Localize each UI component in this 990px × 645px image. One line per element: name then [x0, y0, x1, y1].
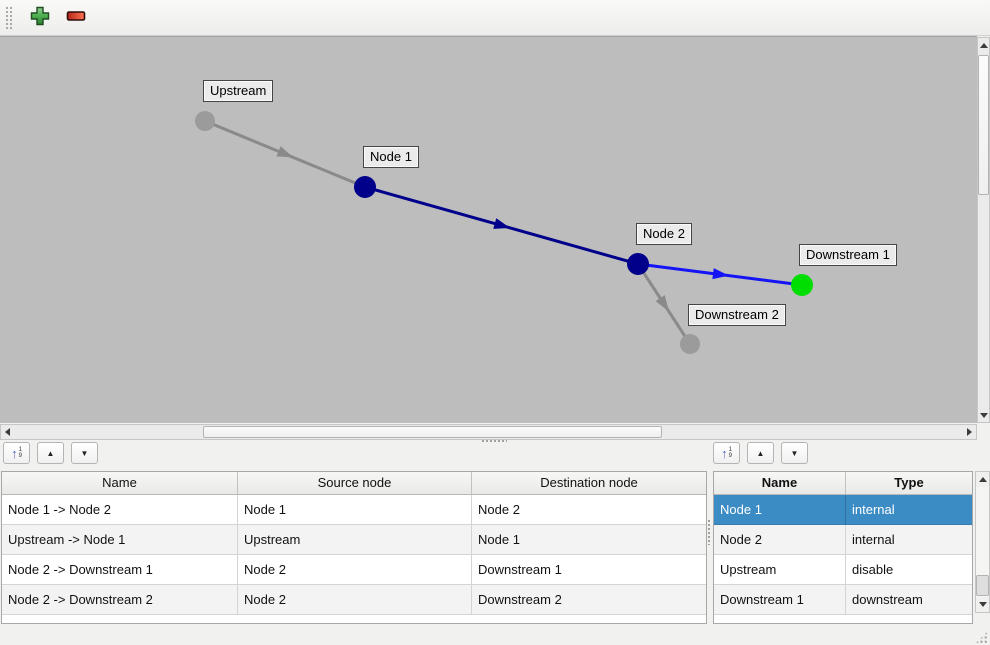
scroll-up-button[interactable] — [976, 472, 989, 487]
minus-icon — [66, 9, 86, 26]
edge-arrow-icon — [493, 218, 511, 229]
down-arrow-icon — [978, 602, 987, 607]
scroll-left-button[interactable] — [1, 425, 14, 439]
resize-grip[interactable] — [975, 631, 988, 644]
table-cell: internal — [846, 495, 972, 525]
column-header[interactable]: Source node — [238, 472, 472, 495]
down-arrow-icon: ▼ — [790, 448, 799, 458]
plus-icon — [30, 6, 50, 29]
move-up-button[interactable]: ▲ — [37, 442, 64, 464]
graph-node[interactable] — [627, 253, 649, 275]
edge-arrow-icon — [276, 146, 294, 158]
left-arrow-icon — [5, 428, 10, 436]
table-cell: Node 2 -> Downstream 2 — [2, 585, 238, 615]
scroll-down-button[interactable] — [976, 597, 989, 612]
main-toolbar — [0, 0, 990, 36]
graph-horizontal-scrollbar[interactable] — [0, 424, 977, 440]
table-cell: Downstream 2 — [472, 585, 706, 615]
column-header[interactable]: Destination node — [472, 472, 706, 495]
table-cell: Node 2 — [238, 585, 472, 615]
graph-node[interactable] — [354, 176, 376, 198]
column-header[interactable]: Name — [714, 472, 846, 495]
table-cell: downstream — [846, 585, 972, 615]
right-arrow-icon — [967, 428, 972, 436]
column-header[interactable]: Name — [2, 472, 238, 495]
toolbar-drag-handle[interactable] — [5, 5, 13, 30]
up-arrow-icon: ▲ — [46, 448, 55, 458]
table-cell: Downstream 1 — [472, 555, 706, 585]
table-cell: Node 2 — [714, 525, 846, 555]
table-cell: Node 2 -> Downstream 1 — [2, 555, 238, 585]
scroll-up-button[interactable] — [978, 38, 989, 52]
graph-node[interactable] — [791, 274, 813, 296]
table-cell: Upstream — [714, 555, 846, 585]
up-arrow-icon: ▲ — [756, 448, 765, 458]
graph-vscroll-thumb[interactable] — [978, 55, 989, 195]
table-cell: Node 2 — [472, 495, 706, 525]
table-cell: Node 1 — [238, 495, 472, 525]
move-up-button[interactable]: ▲ — [747, 442, 774, 464]
column-header[interactable]: Type — [846, 472, 972, 495]
table-cell: Downstream 1 — [714, 585, 846, 615]
move-down-button[interactable]: ▼ — [71, 442, 98, 464]
table-splitter-handle[interactable] — [707, 519, 712, 545]
nodes-table-scrollbar[interactable] — [975, 471, 990, 613]
table-cell: Node 1 — [472, 525, 706, 555]
table-cell: Upstream -> Node 1 — [2, 525, 238, 555]
down-arrow-icon — [979, 412, 988, 418]
node-label[interactable]: Node 2 — [636, 223, 692, 245]
table-cell: disable — [846, 555, 972, 585]
pane-splitter-handle[interactable] — [481, 439, 507, 444]
status-bar — [0, 630, 990, 645]
table-cell: Node 2 — [238, 555, 472, 585]
up-arrow-icon — [978, 477, 987, 482]
table-vscroll-thumb[interactable] — [976, 575, 989, 596]
graph-hscroll-thumb[interactable] — [203, 426, 662, 438]
scroll-down-button[interactable] — [978, 408, 989, 422]
table-cell: Node 1 -> Node 2 — [2, 495, 238, 525]
edge-arrow-icon — [712, 268, 729, 280]
graph-node[interactable] — [680, 334, 700, 354]
table-cell: Node 1 — [714, 495, 846, 525]
up-arrow-icon — [979, 42, 988, 48]
node-label[interactable]: Upstream — [203, 80, 274, 102]
down-arrow-icon: ▼ — [80, 448, 89, 458]
move-down-button[interactable]: ▼ — [781, 442, 808, 464]
scroll-right-button[interactable] — [963, 425, 976, 439]
node-label[interactable]: Downstream 1 — [799, 244, 897, 266]
table-cell: Upstream — [238, 525, 472, 555]
graph-node[interactable] — [195, 111, 215, 131]
add-button[interactable] — [25, 3, 55, 33]
remove-button[interactable] — [61, 3, 91, 33]
node-label[interactable]: Node 1 — [363, 146, 419, 168]
edge-arrow-icon — [655, 295, 669, 312]
node-label[interactable]: Downstream 2 — [688, 304, 786, 326]
graph-vertical-scrollbar[interactable] — [977, 37, 990, 423]
table-cell: internal — [846, 525, 972, 555]
